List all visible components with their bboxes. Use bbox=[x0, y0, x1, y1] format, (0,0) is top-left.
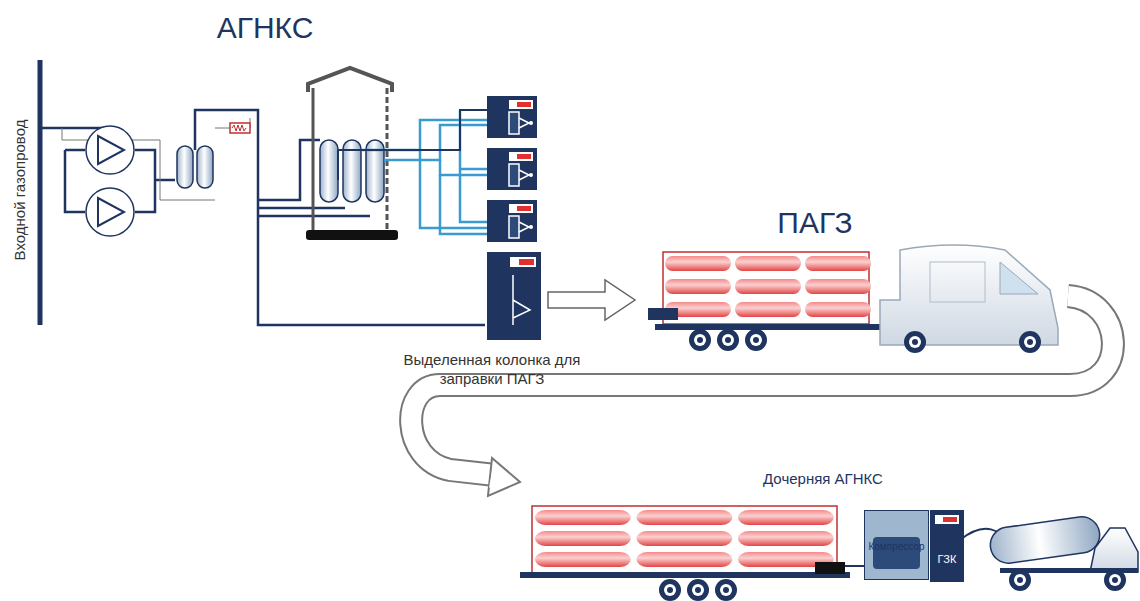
station-title: АГНКС bbox=[217, 11, 314, 45]
compressor-box: Компрессор bbox=[864, 510, 929, 580]
pipeline-label: Входной газопровод bbox=[11, 120, 28, 261]
daughter-station-label: Дочерняя АГНКС bbox=[763, 470, 883, 487]
display-digits bbox=[943, 517, 957, 522]
dispenser-display bbox=[935, 515, 959, 524]
trailer-title: ПАГЗ bbox=[777, 206, 852, 240]
node-text: Компрессор bbox=[868, 541, 924, 552]
dispenser-caption: Выделенная колонка для заправки ПАГЗ bbox=[392, 351, 592, 389]
node-text: ГЗК bbox=[938, 553, 957, 565]
dispenser-box: ГЗК bbox=[930, 510, 964, 582]
